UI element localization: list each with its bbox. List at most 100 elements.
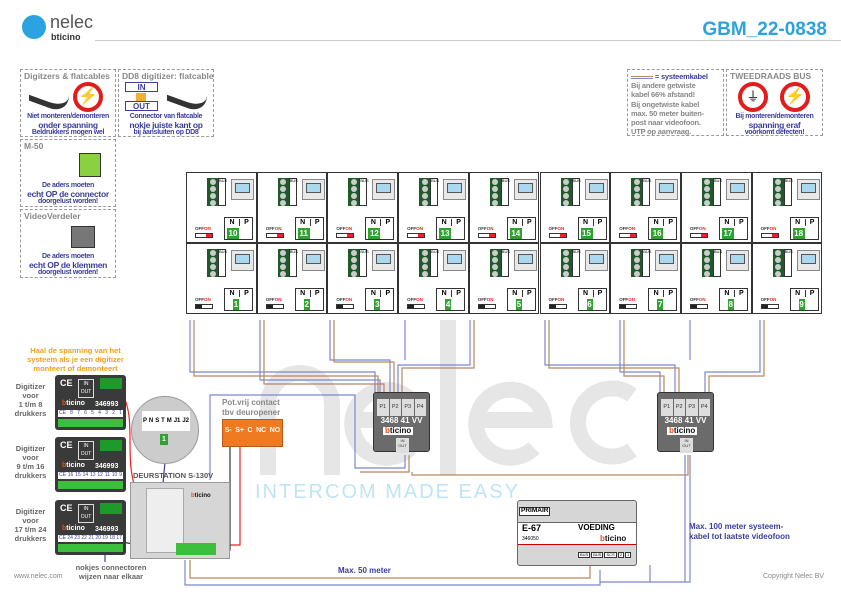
connector-note-line: nokjes connectoren [75,563,147,572]
col-n: N [229,290,235,297]
monitor-icon [655,179,679,200]
termination-switch[interactable]: OFFON [195,226,213,238]
termination-switch[interactable]: OFFON [265,226,284,238]
bus-terminal [489,249,501,277]
col-n: N [724,290,730,297]
switch-off: OFF [477,297,487,302]
col-n: N [370,219,376,226]
button-number: 22 [81,535,87,541]
termination-switch[interactable]: OFFON [477,226,496,238]
switch-off: OFF [619,226,629,231]
wire-brown [189,320,765,579]
address-number: 18 [792,228,805,239]
device-name: VOEDING [578,523,615,532]
col-p: P [451,290,465,297]
button-number: 2 [112,410,115,416]
distance-line: kabel tot laatste videofoon [689,532,790,541]
bus-terminal [772,249,784,277]
relay-terminal: NC [256,427,267,434]
terminal-block-icon [71,226,95,248]
termination-switch[interactable]: OFFON [407,226,426,238]
button-number: 4 [98,410,101,416]
switch-on: ON [416,226,423,231]
col-n: N [653,219,659,226]
termination-switch[interactable]: OFFON [760,226,779,238]
ce-mark: CE [60,440,73,450]
note-line: bij aansluiten op DD8 [133,129,199,136]
termination-switch[interactable]: OFFON [548,226,567,238]
note-line: onder spanning [38,120,98,130]
col-n: N [441,219,447,226]
monitor-icon [725,250,749,271]
flatcable-connector[interactable] [100,378,122,389]
website-link[interactable]: www.nelec.com [14,573,63,580]
termination-switch[interactable]: OFFON [689,297,708,309]
no-power-icon: ⚡ [73,82,103,112]
note-line: max. 50 meter buiten- [631,108,704,118]
flatcable-connector[interactable] [100,503,122,514]
terminal-label: BUS [288,249,298,277]
termination-switch[interactable]: OFFON [548,297,567,309]
button-number: 3 [105,410,108,416]
flatcable-connector[interactable] [100,440,122,451]
termination-switch[interactable]: OFFON [689,226,708,238]
model: E-67 [522,523,542,533]
termination-switch[interactable]: OFFON [195,297,213,309]
switch-off: OFF [477,226,487,231]
digitizer-code: 346993 [95,463,119,470]
button-number: 5 [91,410,94,416]
termination-switch[interactable]: OFFON [760,297,779,309]
note-line: De aders moeten [42,253,94,260]
termination-switch[interactable]: OFFON [265,297,284,309]
relay-title: Pot.vrij contact tbv deuropener [222,398,280,418]
warning-line: systeem als je een digitizer [27,355,124,364]
switch-on: ON [204,226,211,231]
terminal-label: BUS [783,249,793,277]
port-p3: P3 [686,399,698,416]
button-number: 16 [67,472,74,478]
address-number: 1 [233,299,239,310]
note-dd8: DD8 digitizer: flatcable IN OUT Connecto… [118,69,214,137]
termination-switch[interactable]: OFFON [619,297,638,309]
address-number: 10 [227,228,239,239]
switch-off: OFF [689,297,699,302]
address-number: 16 [651,228,664,239]
switch-off: OFF [760,226,770,231]
relay-terminal: S+ [235,427,245,434]
digitizer-label-line: 1 t/m 8 [18,400,43,409]
warning-line: monteert of demonteert [33,364,118,373]
note-line: Bij ongetwiste kabel [631,99,700,109]
terminal-label: BUS [571,249,581,277]
no-power-icon: ⚡ [780,82,810,112]
switch-on: ON [486,226,494,231]
termination-switch[interactable]: OFFON [407,297,426,309]
monitor-icon [231,179,254,200]
out-label: OUT [125,101,158,111]
digitizer-code: 346993 [95,526,119,533]
note-line: voorkomt defecten! [744,129,805,136]
in-out-port: IN OUT [680,438,693,453]
termination-switch[interactable]: OFFON [336,297,355,309]
warning-line: Haal de spanning van het [30,346,121,355]
bus-terminal [419,178,431,206]
digitizer-label-line: voor [22,391,39,400]
monitor-icon [231,250,254,271]
ce-mark: CE [60,378,73,388]
termination-switch[interactable]: OFFON [336,226,355,238]
col-p: P [380,290,394,297]
termination-switch[interactable]: OFFON [619,226,638,238]
note-digitizers: Digitzers & flatcables ⚡ Niet monteren/d… [20,69,116,137]
termination-switch[interactable]: OFFON [477,297,496,309]
